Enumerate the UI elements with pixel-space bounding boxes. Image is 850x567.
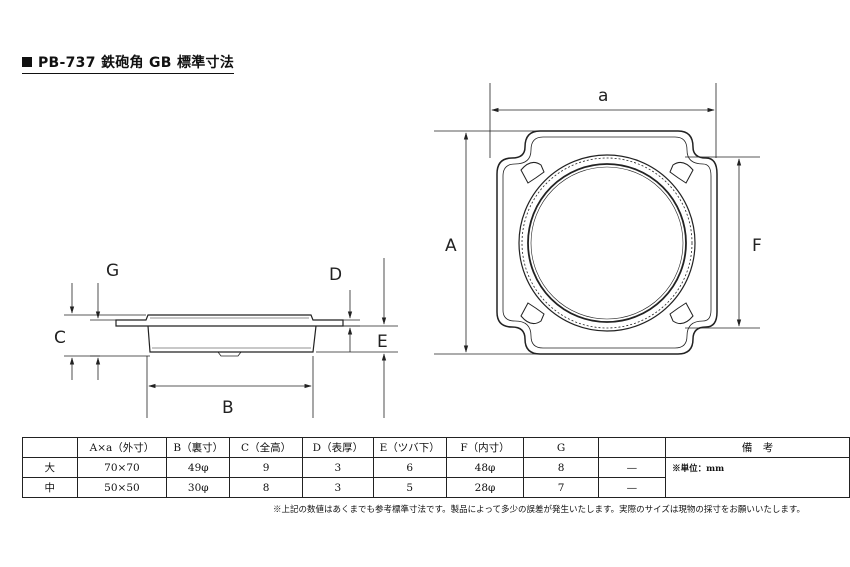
dim-label-A: A bbox=[445, 236, 457, 256]
size-cell: 中 bbox=[22, 477, 78, 498]
corner-slot-tr bbox=[669, 161, 694, 184]
table-row: 中 50×50 30φ 8 3 5 28φ 7 — bbox=[22, 477, 850, 498]
header-cell bbox=[22, 437, 78, 458]
header-cell: B（裏寸） bbox=[166, 437, 231, 458]
size-cell: 大 bbox=[22, 457, 78, 478]
dim-a bbox=[489, 83, 717, 158]
table-cell: 9 bbox=[229, 457, 303, 478]
footnote: ※上記の数値はあくまでも参考標準寸法です。製品によって多少の誤差が発生いたします… bbox=[273, 505, 806, 515]
technical-drawing: a A F G C D bbox=[54, 83, 762, 418]
dim-label-B: B bbox=[222, 398, 234, 418]
flange-outline bbox=[115, 314, 344, 327]
dim-A bbox=[434, 130, 540, 355]
top-view bbox=[496, 130, 718, 355]
corner-slot-tl bbox=[520, 161, 545, 184]
spec-table: A×a（外寸） B（裏寸） C（全高） D（表厚） E（ツバ下） F（内寸） G… bbox=[22, 437, 850, 498]
table-cell: 3 bbox=[301, 457, 374, 478]
table-cell: 8 bbox=[523, 457, 599, 478]
dim-D bbox=[316, 290, 360, 352]
bottom-step bbox=[150, 351, 242, 357]
dim-label-F: F bbox=[752, 236, 762, 256]
table-cell: 3 bbox=[301, 477, 374, 498]
dim-B bbox=[146, 356, 314, 418]
title-square-icon bbox=[22, 57, 32, 67]
table-cell: 50×50 bbox=[76, 477, 168, 498]
table-cell: 70×70 bbox=[76, 457, 168, 478]
table-cell: — bbox=[597, 477, 667, 498]
title-text: PB-737 鉄砲角 GB 標準寸法 bbox=[38, 55, 235, 71]
header-cell bbox=[597, 437, 667, 458]
table-cell: 30φ bbox=[166, 477, 231, 498]
table-cell: 6 bbox=[372, 457, 447, 478]
table-cell: 28φ bbox=[445, 477, 525, 498]
page-title: PB-737 鉄砲角 GB 標準寸法 bbox=[22, 52, 235, 74]
dim-G bbox=[90, 283, 150, 380]
outer-ring bbox=[518, 154, 696, 332]
header-cell: A×a（外寸） bbox=[76, 437, 168, 458]
table-cell: 8 bbox=[229, 477, 303, 498]
inner-opening bbox=[527, 163, 687, 323]
header-cell: C（全高） bbox=[229, 437, 303, 458]
corner-slot-bl bbox=[520, 302, 545, 325]
dim-E bbox=[316, 258, 398, 418]
side-view bbox=[115, 314, 344, 357]
inner-opening-edge bbox=[530, 166, 684, 320]
outer-ring-dashed bbox=[521, 157, 693, 329]
plate-outline bbox=[496, 130, 718, 355]
header-cell: 備 考 bbox=[665, 437, 850, 458]
table-header-row: A×a（外寸） B（裏寸） C（全高） D（表厚） E（ツバ下） F（内寸） G… bbox=[22, 437, 850, 458]
plate-inner-outline bbox=[502, 136, 712, 349]
table-cell: 49φ bbox=[166, 457, 231, 478]
header-cell: F（内寸） bbox=[445, 437, 525, 458]
table-cell: 5 bbox=[372, 477, 447, 498]
header-cell: E（ツバ下） bbox=[372, 437, 447, 458]
table-cell: 7 bbox=[523, 477, 599, 498]
table-cell: 48φ bbox=[445, 457, 525, 478]
dim-label-G: G bbox=[106, 261, 119, 281]
corner-slot-br bbox=[669, 302, 694, 325]
note-cell: ※単位：mm bbox=[665, 457, 850, 498]
dim-F bbox=[685, 156, 760, 329]
body-outline bbox=[147, 325, 317, 353]
dim-C bbox=[64, 283, 146, 380]
dim-label-C: C bbox=[54, 328, 66, 348]
header-cell: D（表厚） bbox=[301, 437, 374, 458]
dim-label-a: a bbox=[598, 86, 608, 106]
table-row: 大 70×70 49φ 9 3 6 48φ 8 — ※単位：mm bbox=[22, 457, 850, 498]
dim-label-E: E bbox=[377, 332, 388, 352]
header-cell: G bbox=[523, 437, 599, 458]
dim-label-D: D bbox=[329, 265, 342, 285]
table-cell: — bbox=[597, 457, 667, 478]
